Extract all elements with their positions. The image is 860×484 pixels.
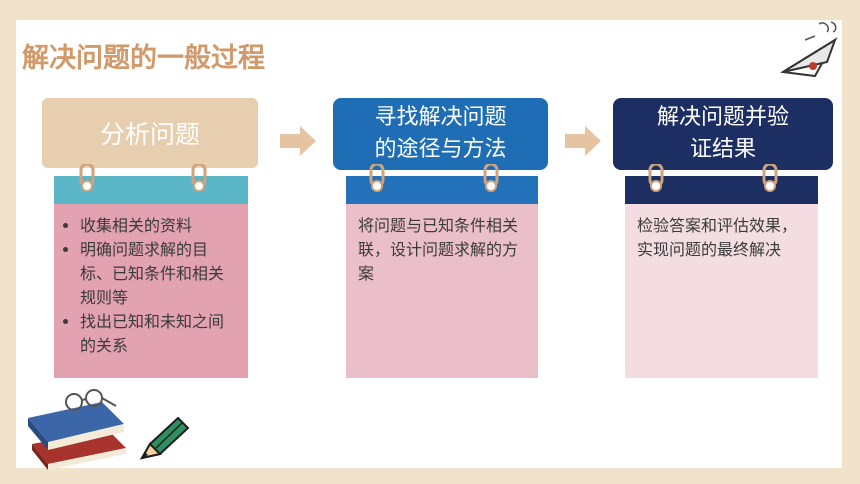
- step2-header: 寻找解决问题 的途径与方法: [333, 98, 548, 170]
- binder-ring-icon: [191, 164, 207, 192]
- binder-ring-icon: [648, 164, 664, 192]
- step1-card: 收集相关的资料 明确问题求解的目标、已知条件和相关规则等 找出已知和未知之间的关…: [54, 164, 248, 378]
- step1-bullet-list: 收集相关的资料 明确问题求解的目标、已知条件和相关规则等 找出已知和未知之间的关…: [62, 214, 238, 358]
- binder-ring-icon: [79, 164, 95, 192]
- step3-card-body: 检验答案和评估效果，实现问题的最终解决: [625, 204, 818, 378]
- list-item: 收集相关的资料: [80, 214, 238, 238]
- step3-heading-line2: 证结果: [689, 137, 756, 162]
- step1-card-body: 收集相关的资料 明确问题求解的目标、已知条件和相关规则等 找出已知和未知之间的关…: [54, 204, 248, 378]
- step1-header: 分析问题: [42, 98, 258, 168]
- step3-text: 检验答案和评估效果，实现问题的最终解决: [637, 216, 798, 259]
- binder-ring-icon: [369, 164, 385, 192]
- list-item: 明确问题求解的目标、已知条件和相关规则等: [80, 238, 238, 310]
- list-item: 找出已知和未知之间的关系: [80, 310, 238, 358]
- step3-heading-line1: 解决问题并验: [656, 105, 789, 130]
- pencil-icon: [140, 416, 190, 460]
- paper-plane-icon: [780, 21, 838, 78]
- step2-card: 将问题与已知条件相关联，设计问题求解的方案: [346, 164, 538, 378]
- binder-ring-icon: [483, 164, 499, 192]
- step2-text: 将问题与已知条件相关联，设计问题求解的方案: [358, 216, 519, 283]
- arrow-right-icon: [280, 126, 316, 156]
- step2-card-body: 将问题与已知条件相关联，设计问题求解的方案: [346, 204, 538, 378]
- step2-heading-line2: 的途径与方法: [374, 137, 507, 162]
- page-title: 解决问题的一般过程: [22, 43, 265, 74]
- arrow-right-icon: [565, 126, 601, 156]
- step3-header: 解决问题并验 证结果: [613, 98, 833, 170]
- step2-heading-line1: 寻找解决问题: [374, 105, 507, 130]
- books-with-glasses-icon: [28, 389, 126, 470]
- step1-heading: 分析问题: [99, 120, 200, 149]
- step3-card: 检验答案和评估效果，实现问题的最终解决: [625, 164, 818, 378]
- binder-ring-icon: [762, 164, 778, 192]
